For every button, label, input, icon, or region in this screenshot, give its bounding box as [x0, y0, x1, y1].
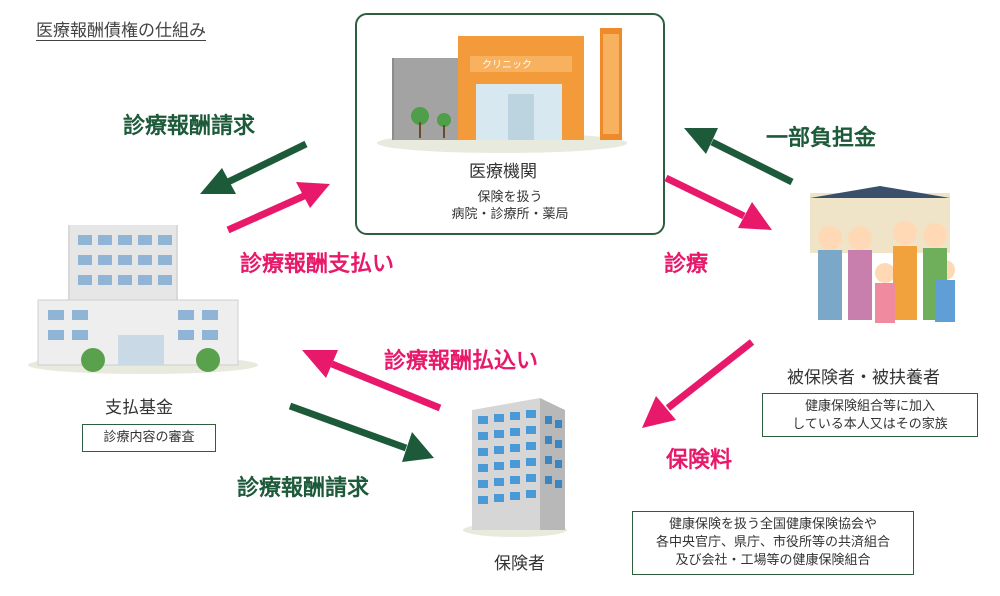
- insured-note-line1: 健康保険組合等に加入: [804, 399, 935, 414]
- medical-institution-sub1: 保険を扱う: [477, 190, 543, 205]
- fund-note: 診療内容の審査: [103, 430, 195, 445]
- medical-institution-sub2: 病院・診療所・薬局: [451, 207, 569, 222]
- label-copay: 一部負担金: [766, 126, 877, 151]
- arrow-payment-to-medical: [226, 182, 330, 234]
- arrow-claim-to-insurer: [288, 402, 434, 462]
- medical-institution-frame: [355, 13, 665, 235]
- label-insurer-payment: 診療報酬払込い: [384, 349, 539, 374]
- svg-text:クリニック: クリニック: [482, 59, 532, 71]
- label-payment-to-medical: 診療報酬支払い: [240, 252, 395, 277]
- insurer-building-illustration: [463, 398, 567, 537]
- insured-note-line2: している本人又はその家族: [792, 417, 948, 432]
- insurer-note-box: 健康保険を扱う全国健康保険協会や 各中央官庁、県庁、市役所等の共済組合 及び会社…: [632, 511, 914, 575]
- arrow-claim-to-fund: [200, 140, 308, 194]
- arrow-premium: [642, 339, 755, 428]
- clinic-illustration: クリニック: [377, 28, 627, 153]
- insurer-note-line1: 健康保険を扱う全国健康保険協会や: [668, 517, 877, 532]
- arrow-insurer-payment: [302, 350, 442, 412]
- insurer-label: 保険者: [494, 554, 545, 574]
- label-claim-to-insurer: 診療報酬請求: [237, 476, 370, 501]
- arrow-treatment: [664, 174, 772, 230]
- label-premium: 保険料: [666, 448, 733, 473]
- insurer-note-line3: 及び会社・工場等の健康保険組合: [675, 553, 871, 568]
- label-claim-to-fund: 診療報酬請求: [123, 114, 256, 139]
- family-illustration: [810, 186, 955, 323]
- page-title: 医療報酬債権の仕組み: [36, 21, 206, 41]
- label-treatment: 診療: [664, 252, 709, 277]
- fund-building-illustration: [28, 225, 258, 374]
- insured-note-box: 健康保険組合等に加入 している本人又はその家族: [762, 393, 978, 437]
- arrow-copay: [684, 128, 794, 186]
- fund-label: 支払基金: [105, 398, 173, 418]
- insurer-note-line2: 各中央官庁、県庁、市役所等の共済組合: [655, 535, 890, 550]
- medical-institution-label: 医療機関: [469, 162, 537, 182]
- insured-label: 被保険者・被扶養者: [787, 368, 940, 388]
- fund-note-box: 診療内容の審査: [82, 424, 216, 452]
